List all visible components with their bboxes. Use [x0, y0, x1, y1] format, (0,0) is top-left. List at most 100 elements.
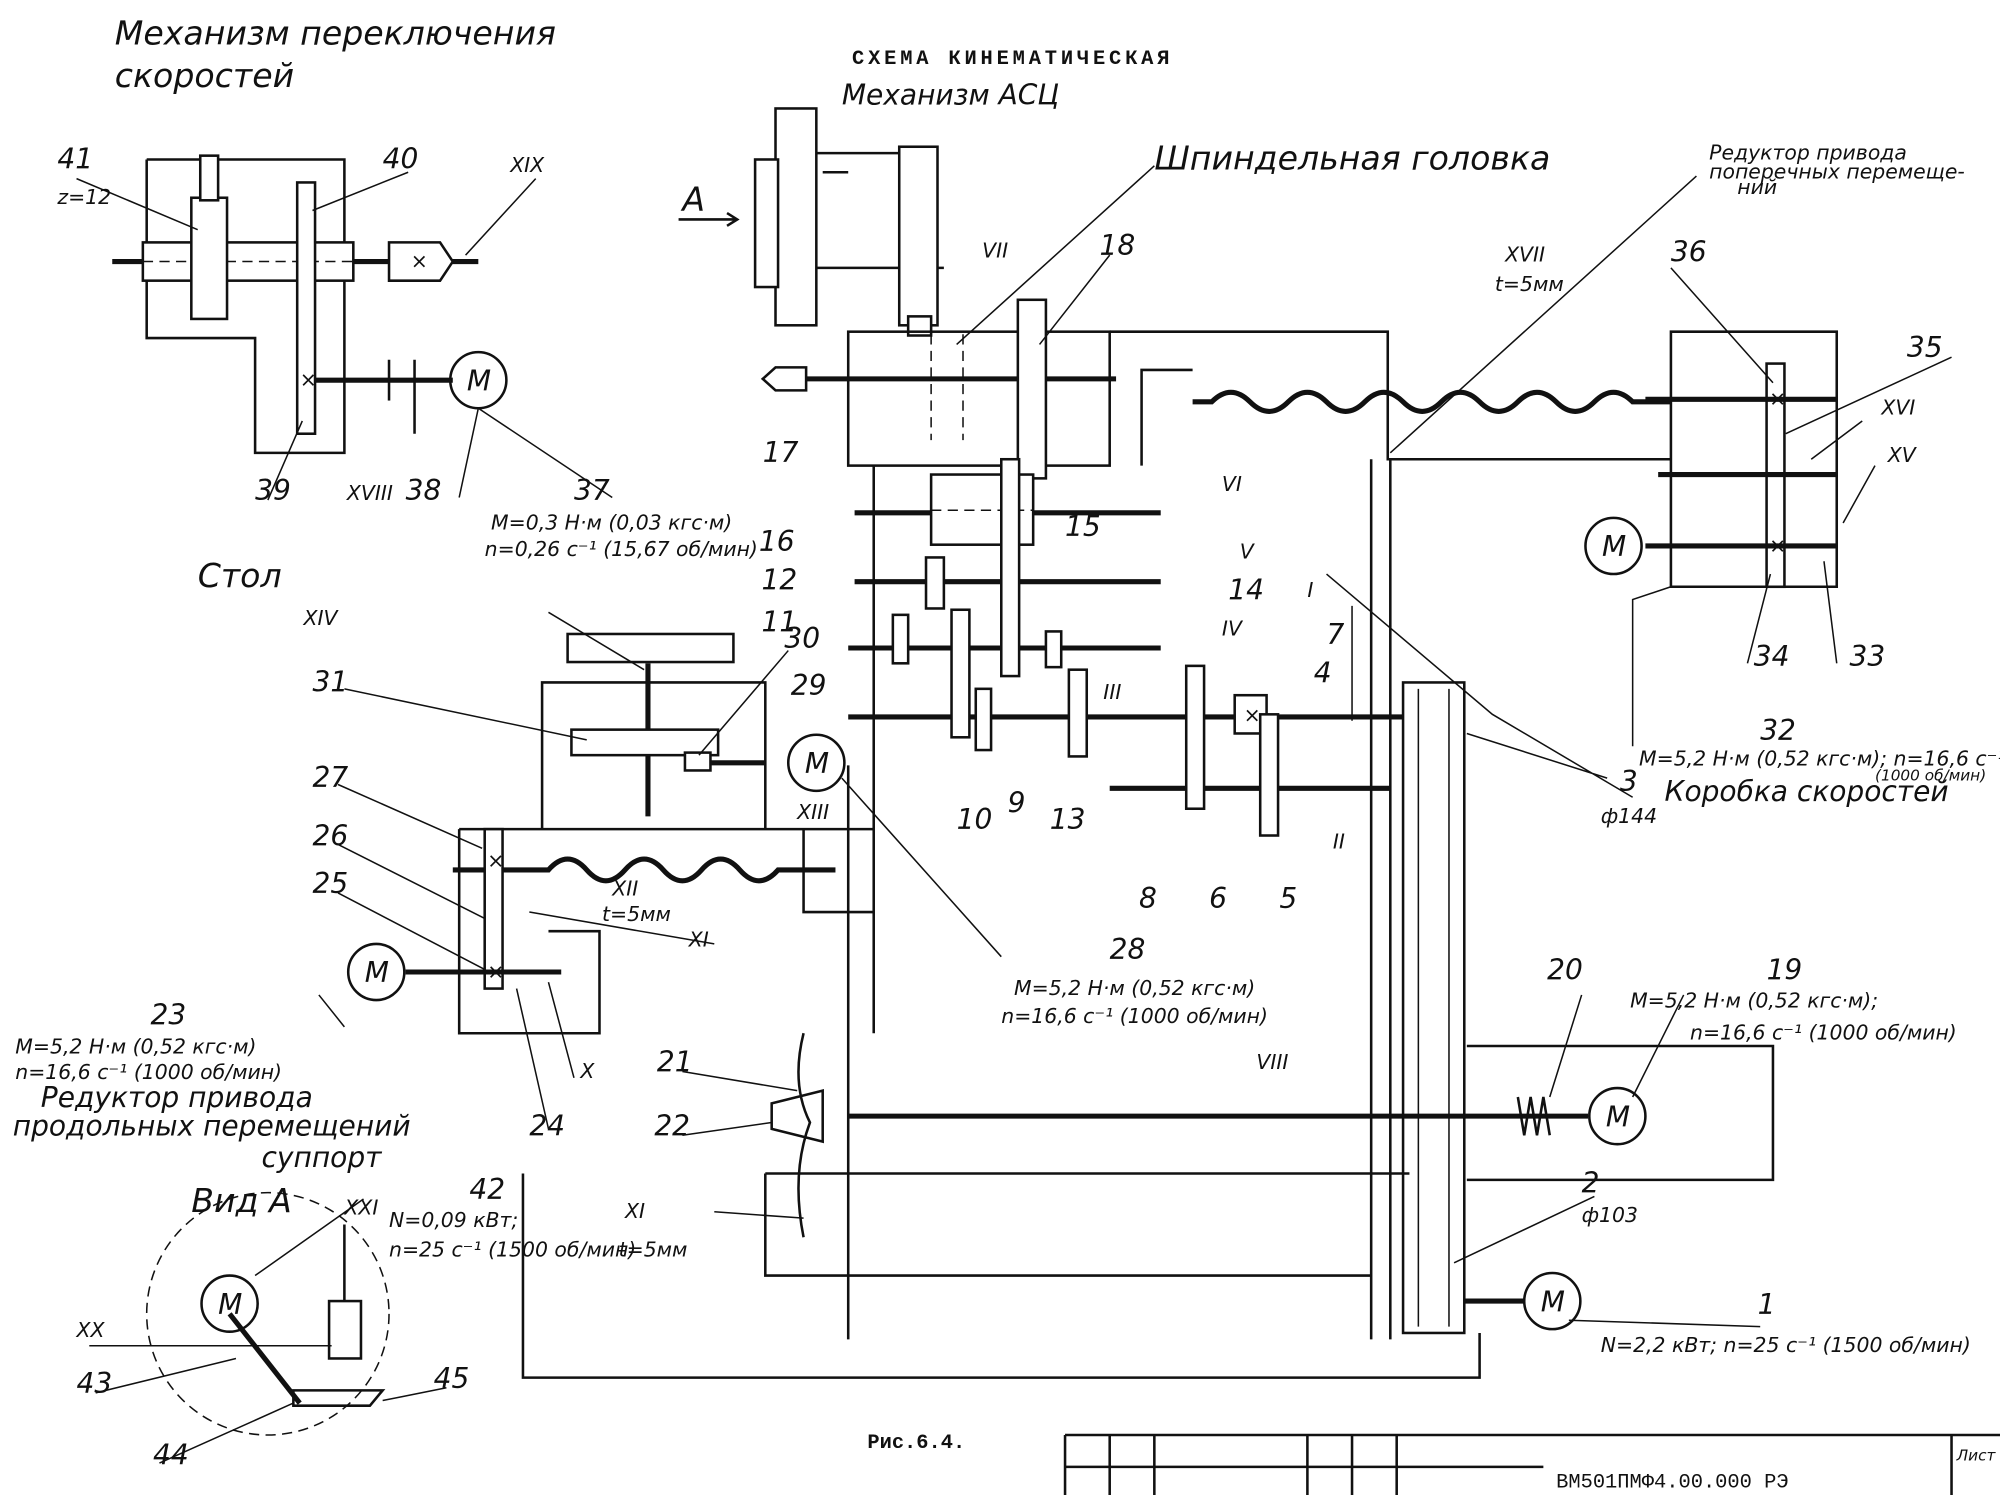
part-12: 12	[761, 563, 797, 596]
spec-1: N=2,2 кВт; n=25 c⁻¹ (1500 об/мин)	[1601, 1333, 1971, 1357]
spindle-head	[753, 107, 1397, 480]
motor-icon: M	[1602, 530, 1626, 563]
shaft-XIX: XIX	[509, 153, 545, 177]
motor-28	[786, 733, 846, 793]
part-41: 41	[57, 142, 93, 175]
diameter-103: ф103	[1582, 1203, 1638, 1227]
spec-32-1: M=5,2 H·м (0,52 кгс·м); n=16,6 c⁻¹	[1639, 746, 2000, 770]
part-19: 19	[1767, 954, 1803, 987]
shaft-XVII: XVII	[1504, 243, 1545, 267]
part-8: 8	[1139, 882, 1157, 915]
label-support: суппорт	[261, 1141, 383, 1174]
label-gearbox: Коробка скоростей	[1665, 775, 1949, 808]
part-24: 24	[529, 1109, 565, 1142]
shaft-XI: XI	[688, 927, 709, 951]
part-2: 2	[1582, 1167, 1600, 1200]
motor-icon: M	[365, 956, 389, 989]
shaft-VIII: VIII	[1256, 1050, 1288, 1074]
part-4: 4	[1314, 656, 1332, 689]
part-30: 30	[784, 622, 820, 655]
shaft-XII: XII	[611, 876, 638, 900]
gearbox: ×	[846, 457, 1410, 1340]
motor-icon: M	[218, 1288, 242, 1321]
shaft-XIV: XIV	[303, 606, 340, 630]
part-45: 45	[434, 1362, 470, 1395]
shaft-XX: XX	[76, 1318, 106, 1342]
svg-text:×: ×	[487, 848, 504, 872]
title-block: ВМ501ПМФ4.00.000 РЭ Лист	[1063, 1433, 2000, 1495]
screw-xvii	[1192, 389, 1671, 414]
part-22: 22	[654, 1109, 690, 1142]
table-assembly: ××	[405, 632, 874, 1035]
mechanism-title: Механизм переключения	[115, 14, 556, 53]
svg-text:×: ×	[487, 959, 504, 983]
pitch-xvii: t=5мм	[1495, 272, 1564, 296]
part-16: 16	[759, 525, 795, 558]
part-37: 37	[574, 474, 610, 507]
part-38: 38	[406, 474, 442, 507]
label-cross-reducer: Редуктор привода	[1709, 140, 1907, 164]
svg-text:×: ×	[300, 368, 317, 392]
part-39: 39	[255, 474, 291, 507]
spec-37-2: n=0,26 c⁻¹ (15,67 об/мин)	[485, 537, 758, 561]
part-34: 34	[1754, 640, 1790, 673]
part-numbers: 1 2 3 4 5 6 7 8 9 10 11 12 13 14 15 16 1…	[57, 142, 1942, 1471]
part-18: 18	[1099, 229, 1135, 262]
part-40: 40	[383, 142, 419, 175]
part-44: 44	[153, 1438, 189, 1471]
part-10: 10	[957, 803, 993, 836]
label-table: Стол	[198, 556, 282, 595]
shaft-XI-screw: XI	[624, 1199, 645, 1223]
spec-28-1: M=5,2 H·м (0,52 кгс·м)	[1014, 976, 1255, 1000]
motor-23	[346, 942, 406, 1002]
shaft-I: I	[1307, 578, 1313, 602]
part-13: 13	[1050, 803, 1086, 836]
part-7: 7	[1327, 618, 1345, 651]
part-28: 28	[1110, 933, 1146, 966]
motor-32	[1584, 516, 1643, 576]
label-long-reducer-2: продольных перемещений	[13, 1109, 411, 1142]
shaft-II: II	[1333, 829, 1345, 853]
label-view-a: Вид А	[191, 1181, 291, 1220]
shaft-XIII: XIII	[796, 800, 829, 824]
figure-caption: Рис.6.4.	[867, 1432, 965, 1455]
belt-drive	[1401, 681, 1466, 1335]
part-3: 3	[1620, 765, 1638, 798]
scheme-title: СХЕМА КИНЕМАТИЧЕСКАЯ	[852, 48, 1173, 71]
shaft-III: III	[1103, 680, 1121, 704]
part-1: 1	[1758, 1288, 1776, 1321]
arrow-a-icon	[678, 211, 740, 227]
gear-41-teeth: z=12	[56, 185, 111, 209]
label-arrow-a: A	[680, 180, 705, 219]
part-9: 9	[1008, 787, 1026, 820]
spec-42-2: n=25 c⁻¹ (1500 об/мин)	[389, 1237, 636, 1261]
diameter-144: ф144	[1601, 804, 1657, 828]
spec-42-1: N=0,09 кВт;	[389, 1208, 518, 1232]
speed-switch-mechanism: × ×	[112, 154, 479, 455]
part-31: 31	[313, 665, 349, 698]
shaft-labels: I II III IV V VI VII VIII X XI XII XIII …	[76, 153, 1918, 1342]
part-33: 33	[1849, 640, 1885, 673]
part-43: 43	[77, 1367, 113, 1400]
spec-19-2: n=16,6 c⁻¹ (1000 об/мин)	[1690, 1021, 1957, 1045]
shaft-VII: VII	[982, 239, 1008, 263]
shaft-XV: XV	[1887, 443, 1918, 467]
shaft-IV: IV	[1222, 616, 1244, 640]
part-15: 15	[1065, 510, 1101, 543]
label-cross-reducer-3: ний	[1737, 175, 1777, 199]
part-25: 25	[313, 867, 349, 900]
motor-icon: M	[1541, 1285, 1565, 1318]
cross-feed-reducer: ××	[1645, 330, 1839, 589]
shaft-XVI: XVI	[1880, 396, 1915, 420]
motor-19	[1588, 1086, 1647, 1146]
pitch-xi: t=5мм	[619, 1237, 688, 1261]
pitch-xii: t=5мм	[602, 902, 671, 926]
shaft-VI: VI	[1222, 472, 1242, 496]
label-long-reducer: Редуктор привода	[41, 1081, 313, 1114]
spec-23-2: n=16,6 c⁻¹ (1000 об/мин)	[15, 1060, 282, 1084]
motor-specs: M=0,3 H·м (0,03 кгс·м) n=0,26 c⁻¹ (15,67…	[15, 185, 2000, 1357]
motor-42	[200, 1274, 259, 1333]
mechanism-title-2: скоростей	[115, 56, 294, 95]
part-17: 17	[763, 436, 799, 469]
motor-icon: M	[805, 747, 829, 780]
